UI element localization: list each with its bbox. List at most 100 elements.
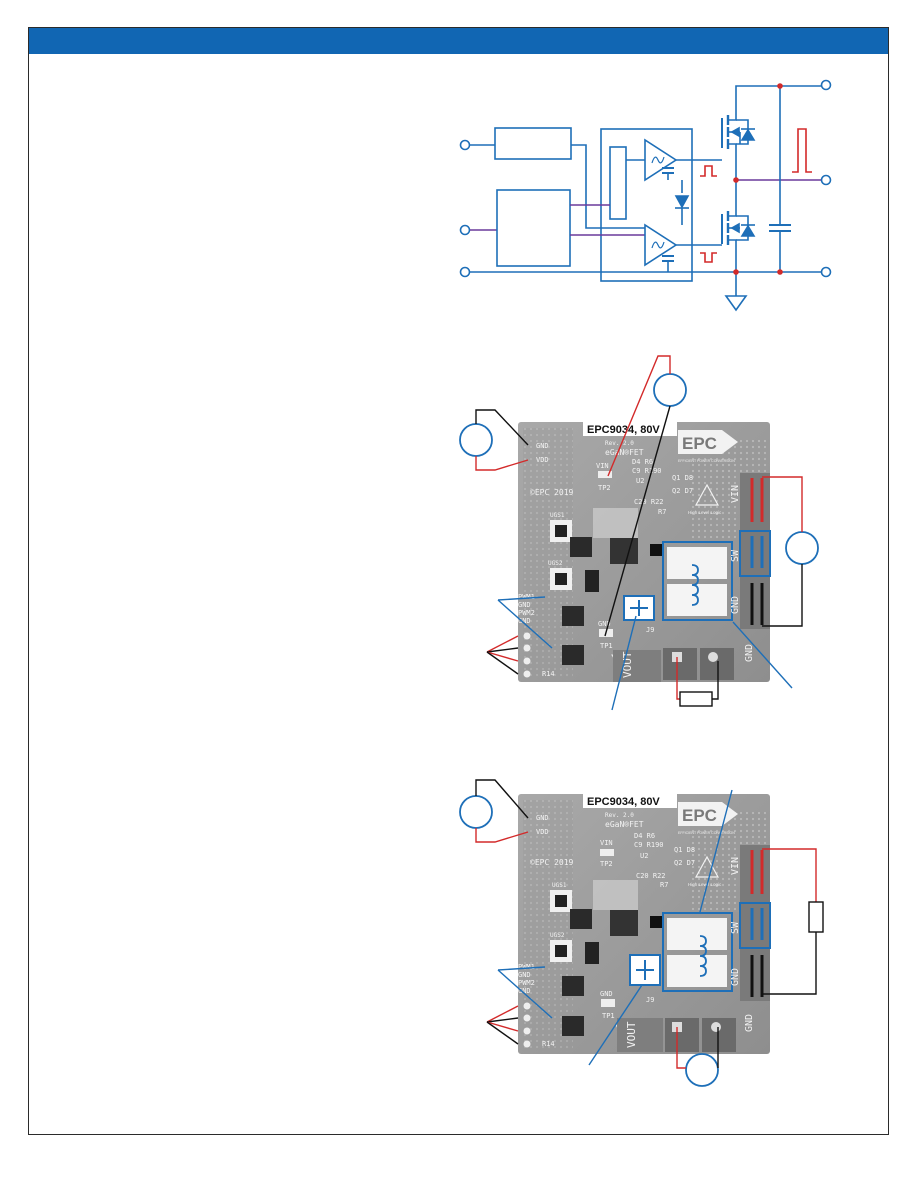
gate-driver-bottom [644,223,678,267]
meter-circle [459,795,493,829]
pwm2-label: PWM2 [518,609,535,617]
inductor-outline [662,912,733,992]
inductor-outline [662,541,733,621]
epc-logo-text: EPC [682,434,717,453]
ref-designators: R7 [658,508,666,516]
terminal-circle [459,224,471,236]
board-1-annotations [459,355,819,711]
meter-circle [685,1053,719,1087]
ref-designators: Q2 D7 [672,487,693,495]
meter-circle [785,531,819,565]
ugs2-label: UGS2 [550,932,565,939]
gnd-bottom-label: GND [744,644,755,662]
board-fet: eGaN®FET [605,820,644,829]
waveforms [700,128,812,263]
load-resistor [679,691,713,707]
ref-designators: U2 [640,852,648,860]
epc-logo [678,430,722,454]
terminal-circle [459,266,471,278]
gnd-bottom-label: GND [744,1014,755,1032]
test-point-tp2 [598,471,612,478]
tp1-label: TP1 [602,1012,615,1020]
board-title: EPC9034, 80V [587,424,660,436]
gnd-a-label: GND [518,971,531,979]
ref-designators: C9 R190 [632,467,662,475]
terminal-circle [820,174,832,186]
gnd-top-label: GND [536,814,549,822]
ref-designators: R7 [660,881,668,889]
pulse-top [700,165,717,177]
connector-j22 [585,942,599,964]
ref-designators: Q1 D8 [674,846,695,854]
ref-designators: U2 [636,477,644,485]
tp2-label: TP2 [598,484,611,492]
meter-circle [459,423,493,457]
board-title-plate [583,794,677,808]
pulse-bottom [700,252,717,263]
logic-block-top [494,127,572,160]
board-title-plate [583,422,677,436]
ref-designators: D4 R6 [634,832,655,840]
epc-logo-text: EPC [682,806,717,825]
sw-terminal-label: SW [730,921,741,934]
ugs2-label: UGS2 [548,560,563,567]
gnd-small-label: GND [598,620,611,628]
epc-tagline: EFFICIENT POWER CONVERSION [678,831,735,835]
schematic-nodes [733,83,783,275]
pwm1-label: PWM1 [518,593,535,601]
copyright: ©EPC 2019 [530,858,574,867]
board-fet: eGaN®FET [605,448,644,457]
ref-designators: C20 R22 [636,872,666,880]
ref-designators: Q1 D8 [672,474,693,482]
meter-circle [653,373,687,407]
terminal-circle [820,266,832,278]
gate-driver-top [644,138,678,182]
vin-small-label: VIN [600,839,613,847]
terminal-circle [459,139,471,151]
logic-block-bottom [496,189,571,267]
board-1: EPC9034, 80V Rev. 2.0 eGaN®FET EPC EFFIC… [518,422,771,682]
gnd-a-label: GND [518,601,531,609]
connector-j22 [585,570,599,592]
ref-designators: C9 R190 [634,841,664,849]
gnd-small-label: GND [600,990,613,998]
vdd-top-label: VDD [536,828,549,836]
epc-logo [678,802,722,826]
test-point-tp1 [601,999,615,1007]
gnd-b-label: GND [518,987,531,995]
vout-label: VOUT [621,651,634,678]
j9-label: J9 [646,626,654,634]
pwm1-label: PWM1 [518,963,535,971]
gnd-top-label: GND [536,442,549,450]
test-point-tp2 [600,849,614,856]
vin-terminal-label: VIN [730,857,741,875]
gnd-terminal-label: GND [730,596,741,614]
board-2-annotations [459,779,824,1087]
load-resistor [808,901,824,933]
vin-small-label: VIN [596,462,609,470]
ref-designators: C20 R22 [634,498,664,506]
gnd-b-label: GND [518,617,531,625]
board-rev: Rev. 2.0 [605,440,634,447]
schematic [459,79,832,312]
pulse-output [792,128,812,173]
ugs1-label: UGS1 [552,882,567,889]
r14-label: R14 [542,670,555,678]
r14-label: R14 [542,1040,555,1048]
gate-driver-ic [570,537,592,557]
gate-driver-ic [570,909,592,929]
ref-designators: Q2 D7 [674,859,695,867]
copyright: ©EPC 2019 [530,488,574,497]
hv-label: High Level Logic [688,510,722,515]
hv-warning-icon [694,483,720,506]
tp2-label: TP2 [600,860,613,868]
sw-terminal-label: SW [730,549,741,562]
hv-label: High Level Logic [688,882,722,887]
vout-label: VOUT [625,1021,638,1048]
pwm2-label: PWM2 [518,979,535,987]
epc-tagline: EFFICIENT POWER CONVERSION [678,459,735,463]
vin-terminal-label: VIN [730,485,741,503]
header-bar [29,28,888,54]
j9-label: J9 [646,996,654,1004]
